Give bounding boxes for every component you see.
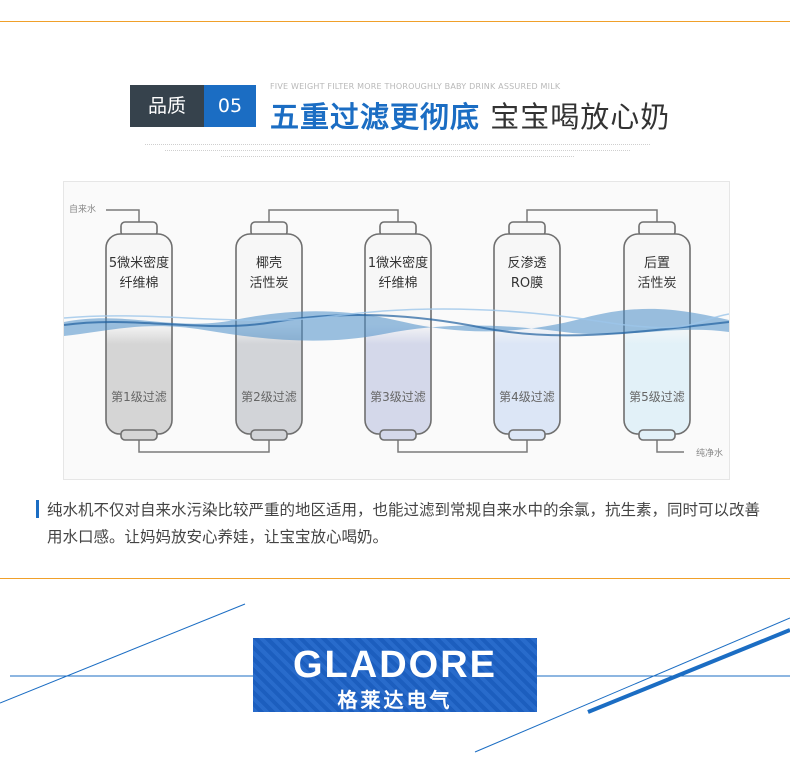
brand-logo: GLADORE 格莱达电气	[253, 638, 537, 712]
stage-2-name: 椰壳活性炭	[249, 256, 289, 291]
stage-4-level: 第4级过滤	[499, 390, 555, 404]
stage-3-level: 第3级过滤	[370, 390, 426, 404]
logo-text-en: GLADORE	[293, 644, 497, 686]
description-marker	[36, 500, 39, 518]
outlet-pipe	[656, 438, 684, 453]
pipe-3-4	[397, 438, 528, 453]
stage-5-base	[638, 429, 676, 441]
stage-2-level: 第2级过滤	[241, 390, 297, 404]
stage-2-base	[250, 429, 288, 441]
outlet-label: 纯净水	[695, 449, 723, 459]
stage-1-base	[120, 429, 158, 441]
water-stream	[64, 308, 729, 341]
stage-4-base	[508, 429, 546, 441]
water-wave	[64, 313, 729, 337]
badge-number: 05	[204, 85, 256, 127]
page-title: 五重过滤更彻底 宝宝喝放心奶	[270, 94, 670, 136]
pipe-2-3	[268, 209, 399, 224]
badge-label: 品质	[130, 85, 204, 127]
filter-diagram-graphic	[64, 209, 729, 453]
stage-1-level: 第1级过滤	[111, 390, 167, 404]
stage-5-level: 第5级过滤	[629, 390, 685, 404]
pipe-4-5	[526, 209, 658, 224]
description-text: 纯水机不仅对自来水污染比较严重的地区适用，也能过滤到常规自来水中的余氯，抗生素，…	[47, 501, 761, 546]
inlet-pipe	[106, 209, 140, 224]
stage-5-name: 后置活性炭	[637, 256, 677, 291]
water-highlight	[64, 308, 729, 329]
decorative-fine-text	[145, 144, 650, 162]
title-highlight: 五重过滤更彻底	[270, 100, 481, 134]
stage-1-name: 5微米密度纤维棉	[108, 256, 170, 291]
inlet-label: 自来水	[69, 205, 97, 215]
pipe-1-2	[138, 438, 270, 453]
title-rest: 宝宝喝放心奶	[490, 100, 671, 134]
logo-text-cn: 格莱达电气	[337, 688, 453, 712]
english-subtitle: FIVE WEIGHT FILTER MORE THOROUGHLY BABY …	[270, 82, 561, 91]
top-divider	[0, 21, 790, 22]
bottom-divider	[0, 578, 790, 579]
stage-3-base	[379, 429, 417, 441]
section-badge: 品质 05	[130, 85, 256, 127]
stage-3-name: 1微米密度纤维棉	[367, 256, 429, 291]
